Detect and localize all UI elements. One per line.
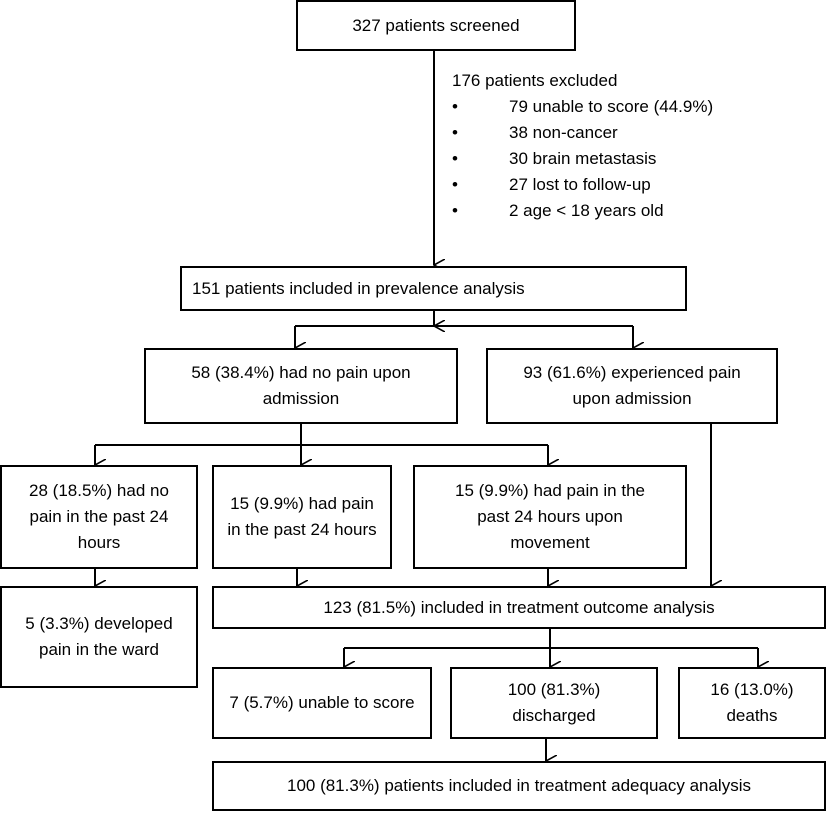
exclusion-title: 176 patients excluded [452,71,618,90]
box-text: 327 patients screened [352,15,520,35]
box-text: 93 (61.6%) experienced pain upon admissi… [523,363,741,408]
box-text: 16 (13.0%) deaths [710,680,794,725]
box-treatment-outcome: 123 (81.5%) included in treatment outcom… [212,586,826,629]
box-text: 28 (18.5%) had no pain in the past 24 ho… [29,481,169,552]
box-text: 123 (81.5%) included in treatment outcom… [323,597,715,617]
box-developed-pain-ward: 5 (3.3%) developed pain in the ward [0,586,198,688]
exclusion-item: 2 age < 18 years old [452,198,713,224]
box-text: 151 patients included in prevalence anal… [192,278,525,298]
box-treatment-adequacy: 100 (81.3%) patients included in treatme… [212,761,826,811]
box-prevalence-analysis: 151 patients included in prevalence anal… [180,266,687,311]
box-no-pain-24h: 28 (18.5%) had no pain in the past 24 ho… [0,465,198,569]
box-text: 5 (3.3%) developed pain in the ward [25,614,173,659]
box-text: 7 (5.7%) unable to score [229,693,415,712]
box-text: 100 (81.3%) discharged [507,680,601,725]
box-unable-to-score: 7 (5.7%) unable to score [212,667,432,739]
box-text: 15 (9.9%) had pain in the past 24 hours [227,494,377,539]
box-text: 58 (38.4%) had no pain upon admission [191,363,411,408]
exclusion-list: 176 patients excluded 79 unable to score… [452,68,713,224]
exclusion-item: 30 brain metastasis [452,146,713,172]
box-pain-movement: 15 (9.9%) had pain in the past 24 hours … [413,465,687,569]
box-text: 15 (9.9%) had pain in the past 24 hours … [455,481,645,552]
box-deaths: 16 (13.0%) deaths [678,667,826,739]
box-patients-screened: 327 patients screened [296,0,576,51]
box-pain-admission: 93 (61.6%) experienced pain upon admissi… [486,348,778,424]
exclusion-item: 79 unable to score (44.9%) [452,94,713,120]
exclusion-item: 38 non-cancer [452,120,713,146]
exclusion-item: 27 lost to follow-up [452,172,713,198]
box-discharged: 100 (81.3%) discharged [450,667,658,739]
box-text: 100 (81.3%) patients included in treatme… [286,776,751,795]
box-no-pain-admission: 58 (38.4%) had no pain upon admission [144,348,458,424]
box-pain-24h: 15 (9.9%) had pain in the past 24 hours [212,465,392,569]
